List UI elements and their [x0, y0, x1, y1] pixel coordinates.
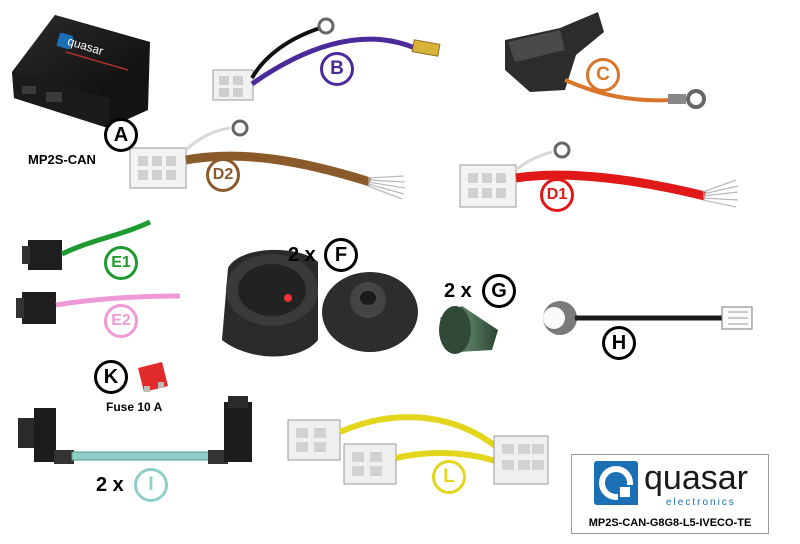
cable-i [18, 396, 252, 464]
socket-f [222, 249, 418, 357]
badge-i: I [134, 468, 168, 502]
badge-b: B [320, 52, 354, 86]
product-code: MP2S-CAN-G8G8-L5-IVECO-TE [588, 517, 752, 529]
splitter-l [287, 414, 549, 485]
badge-c: C [586, 58, 620, 92]
brand-tagline: electronics [666, 497, 736, 508]
fuse-k [138, 362, 168, 392]
badge-k: K [94, 360, 128, 394]
caption-fuse: Fuse 10 A [106, 400, 163, 414]
brand-box: quasar electronics MP2S-CAN-G8G8-L5-IVEC… [571, 454, 769, 534]
badge-e2: E2 [104, 304, 138, 338]
badge-g: G [482, 274, 516, 308]
harness-c [505, 12, 706, 109]
badge-d2: D2 [206, 158, 240, 192]
harness-e2 [16, 292, 181, 324]
badge-f: F [324, 238, 358, 272]
caption-mp2s-can: MP2S-CAN [28, 152, 96, 167]
badge-h: H [602, 326, 636, 360]
badge-e1: E1 [104, 246, 138, 280]
harness-d1 [459, 141, 739, 208]
harness-b [212, 17, 441, 101]
quantity-i: 2 x [96, 474, 124, 496]
harness-d2 [129, 119, 406, 200]
module-box [12, 15, 150, 128]
brand-logo-icon [594, 461, 638, 505]
harness-e1 [22, 219, 152, 270]
quantity-g: 2 x [444, 280, 472, 302]
sensor-cable-h [543, 301, 753, 335]
badge-a: A [104, 118, 138, 152]
badge-d1: D1 [540, 178, 574, 212]
quantity-f: 2 x [288, 244, 316, 266]
grommet-g [439, 306, 498, 354]
brand-name: quasar [644, 459, 748, 497]
badge-l: L [432, 460, 466, 494]
